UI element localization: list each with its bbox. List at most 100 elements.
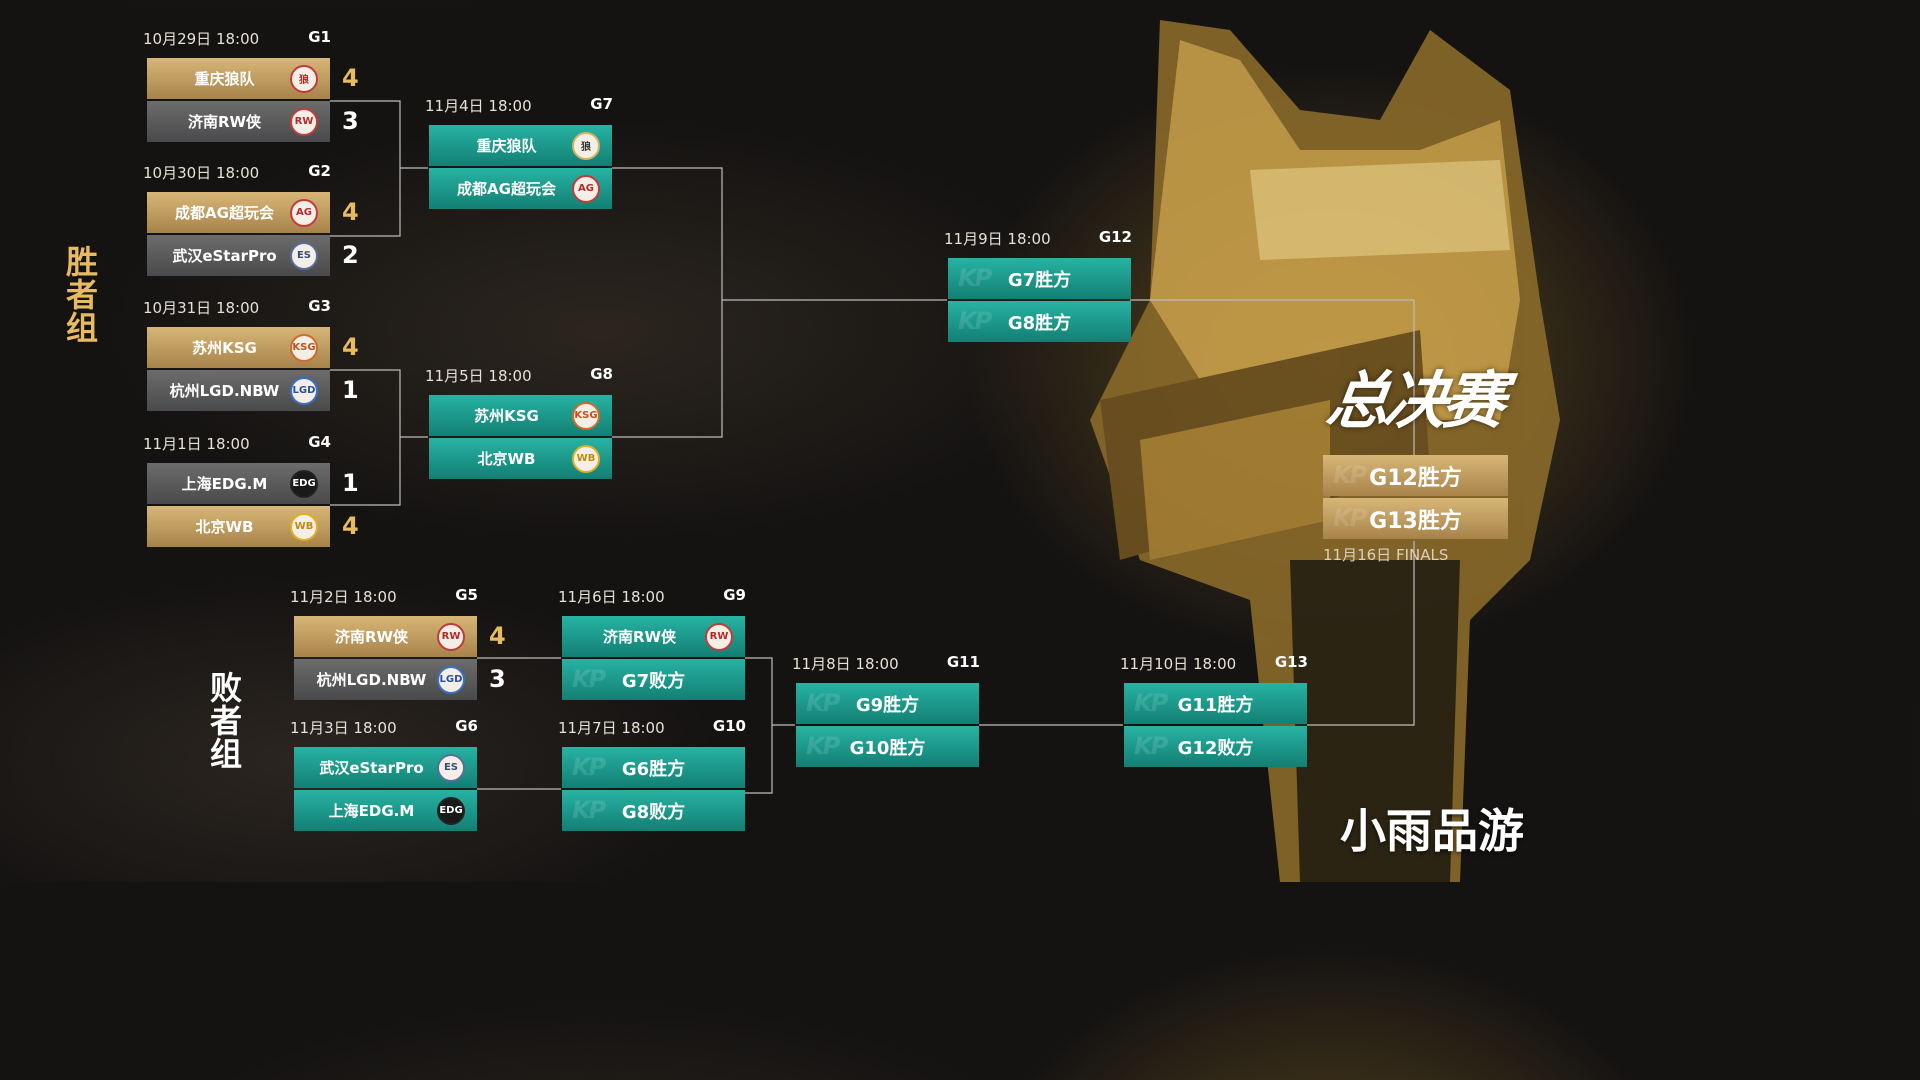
- lgd-logo-icon: LGD: [290, 376, 318, 405]
- rw-logo-icon: RW: [437, 622, 465, 651]
- match-header: 11月7日 18:00 G10: [558, 717, 746, 741]
- wolves-logo-icon: 狼: [572, 131, 600, 160]
- team-name: 上海EDG.M: [181, 475, 268, 493]
- wolves-logo-icon: 狼: [290, 64, 318, 93]
- match-id: G12: [1098, 228, 1132, 246]
- slot-label: G12胜方: [1369, 465, 1462, 491]
- team-row-loser[interactable]: 武汉eStarPro ES 2: [147, 235, 377, 276]
- match-date: 11月4日 18:00: [425, 97, 532, 115]
- watermark-text: 小雨品游: [1340, 804, 1524, 858]
- team-row[interactable]: 武汉eStarPro ES: [294, 747, 524, 788]
- team-row-winner[interactable]: 北京WB WB 4: [147, 506, 377, 547]
- team-score: 1: [342, 376, 359, 404]
- match-id: G4: [308, 433, 331, 451]
- slot-row[interactable]: KP G10胜方: [796, 726, 1026, 767]
- match-date: 10月29日 18:00: [143, 30, 260, 48]
- match-date: 11月5日 18:00: [425, 367, 532, 385]
- trophy-decoration: [1090, 20, 1560, 882]
- team-row[interactable]: 重庆狼队狼: [429, 125, 659, 166]
- team-name: 济南RW侠: [602, 628, 677, 646]
- team-row-winner[interactable]: 成都AG超玩会 AG 4: [147, 192, 377, 233]
- slot-label: G13胜方: [1369, 508, 1462, 534]
- match-date: 10月30日 18:00: [143, 164, 260, 182]
- kp-watermark: KP: [958, 264, 992, 292]
- slot-label: G7败方: [621, 670, 686, 692]
- match-date: 11月6日 18:00: [558, 588, 665, 606]
- team-score: 2: [342, 241, 359, 269]
- team-name: 重庆狼队: [194, 70, 255, 88]
- match-date: 11月1日 18:00: [143, 435, 250, 453]
- match-header: 11月3日 18:00 G6: [290, 717, 478, 741]
- match-header: 11月6日 18:00 G9: [558, 586, 746, 610]
- team-name: 武汉eStarPro: [319, 759, 424, 777]
- team-row[interactable]: 苏州KSG KSG: [429, 395, 659, 436]
- kp-watermark: KP: [1134, 732, 1168, 760]
- match-id: G13: [1274, 653, 1308, 671]
- slot-label: G10胜方: [849, 737, 926, 759]
- team-score: 4: [342, 198, 359, 226]
- team-name: 北京WB: [477, 450, 536, 468]
- finals-title: 总决赛: [1322, 364, 1507, 437]
- team-name: 杭州LGD.NBW: [316, 671, 427, 689]
- team-name: 苏州KSG: [474, 407, 539, 425]
- match-id: G10: [712, 717, 746, 735]
- estar-logo-icon: ES: [437, 753, 465, 782]
- ksg-logo-icon: KSG: [290, 333, 318, 362]
- match-header: 10月31日 18:00 G3: [143, 297, 331, 321]
- ksg-logo-icon: KSG: [572, 401, 600, 430]
- estar-logo-icon: ES: [290, 241, 318, 270]
- team-score: 4: [489, 622, 506, 650]
- kp-watermark: KP: [1134, 689, 1168, 717]
- match-id: G7: [590, 95, 613, 113]
- wb-logo-icon: WB: [290, 512, 318, 541]
- team-name: 上海EDG.M: [328, 802, 415, 820]
- kp-watermark: KP: [1333, 504, 1367, 532]
- team-name: 北京WB: [195, 518, 254, 536]
- team-row[interactable]: 上海EDG.M EDG: [294, 790, 524, 831]
- slot-row[interactable]: KP G11胜方: [1124, 683, 1354, 724]
- team-row-winner[interactable]: 重庆狼队狼 4: [147, 58, 377, 99]
- kp-watermark: KP: [572, 796, 606, 824]
- slot-label: G11胜方: [1177, 694, 1254, 716]
- match-date: 11月2日 18:00: [290, 588, 397, 606]
- match-date: 11月8日 18:00: [792, 655, 899, 673]
- kp-watermark: KP: [806, 689, 840, 717]
- match-header: 11月4日 18:00 G7: [425, 95, 613, 119]
- team-name: 武汉eStarPro: [172, 247, 277, 265]
- team-score: 4: [342, 512, 359, 540]
- slot-row[interactable]: KP G9胜方: [796, 683, 1026, 724]
- team-name: 成都AG超玩会: [175, 204, 274, 222]
- slot-row[interactable]: KP G7败方: [562, 659, 792, 700]
- edg-logo-icon: EDG: [437, 796, 465, 825]
- match-id: G6: [455, 717, 478, 735]
- slot-label: G9胜方: [855, 694, 920, 716]
- ag-logo-icon: AG: [290, 198, 318, 227]
- match-id: G11: [946, 653, 980, 671]
- match-header: 11月9日 18:00 G12: [944, 228, 1132, 252]
- match-header: 10月30日 18:00 G2: [143, 162, 331, 186]
- team-score: 1: [342, 469, 359, 497]
- match-header: 11月2日 18:00 G5: [290, 586, 478, 610]
- kp-watermark: KP: [806, 732, 840, 760]
- match-id: G5: [455, 586, 478, 604]
- ag-logo-icon: AG: [572, 174, 600, 203]
- match-header: 11月1日 18:00 G4: [143, 433, 331, 457]
- kp-watermark: KP: [958, 307, 992, 335]
- kp-watermark: KP: [572, 665, 606, 693]
